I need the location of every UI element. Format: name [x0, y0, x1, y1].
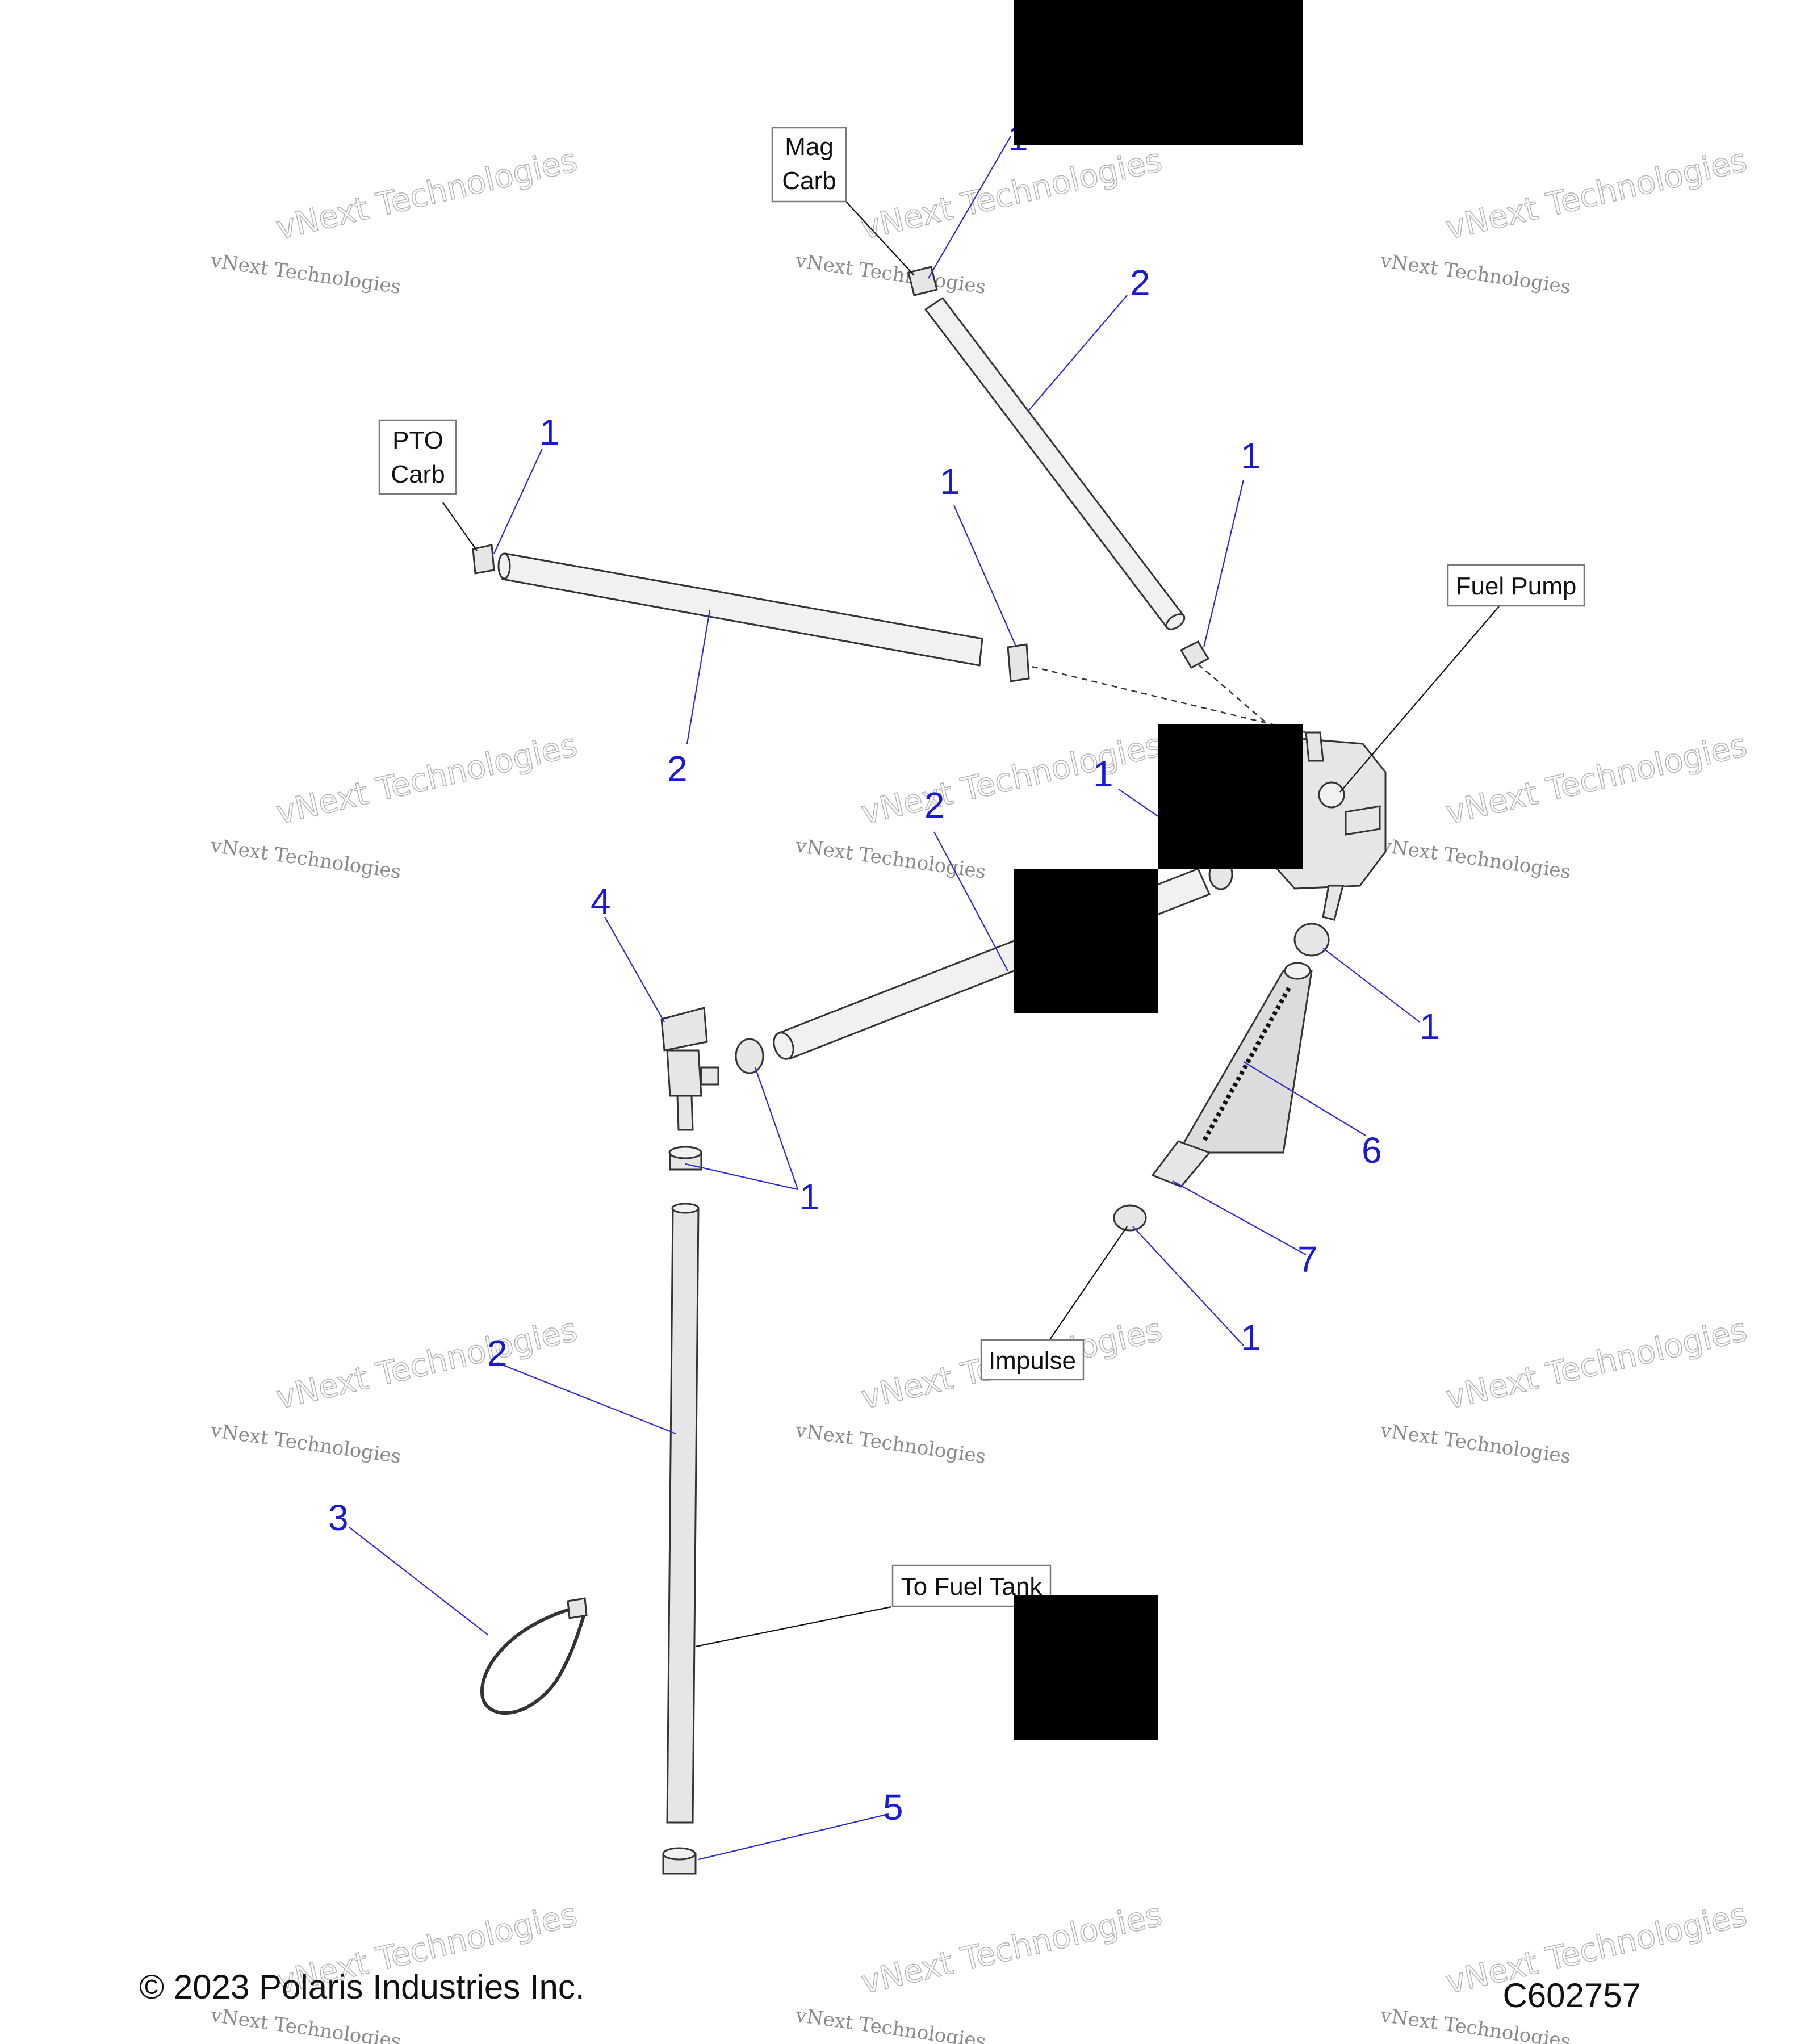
diagram-id: C602757: [1502, 1976, 1641, 2014]
callout-2: 2: [667, 748, 688, 789]
svg-text:vNext Technologies: vNext Technologies: [1443, 142, 1751, 247]
callout-1: 1: [940, 461, 960, 502]
pto-carb-hose: [497, 552, 983, 667]
svg-text:Carb: Carb: [782, 167, 836, 195]
svg-text:vNext Technologies: vNext Technologies: [1443, 727, 1751, 832]
svg-text:vNext Technologies: vNext Technologies: [273, 727, 581, 832]
shutoff-valve: [660, 1007, 719, 1131]
svg-text:vNext Technologies: vNext Technologies: [209, 1419, 403, 1468]
svg-text:Impulse: Impulse: [989, 1347, 1076, 1375]
pto-carb-clamp: [472, 544, 495, 575]
hose-clamp-pto-end: [1007, 643, 1030, 682]
callout-1: 1: [1241, 435, 1261, 476]
svg-text:vNext Technologies: vNext Technologies: [209, 834, 403, 883]
svg-text:vNext Technologies: vNext Technologies: [1379, 1419, 1572, 1468]
svg-text:PTO: PTO: [392, 426, 443, 454]
watermark: vNext Technologies vNext Technologies: [209, 726, 581, 883]
watermark: vNext Technologies vNext Technologies: [794, 726, 1166, 883]
callout-1: 1: [1241, 1317, 1261, 1358]
impulse-sleeve: [1177, 962, 1313, 1154]
watermark: vNext Technologies vNext Technologies: [794, 1896, 1166, 2044]
label-mag-carb: Mag Carb: [771, 127, 847, 203]
fuel-tank-hose: [666, 1203, 700, 1824]
label-fuel-pump: Fuel Pump: [1447, 564, 1585, 607]
callout-2: 2: [1130, 262, 1150, 303]
svg-text:vNext Technologies: vNext Technologies: [209, 2004, 403, 2044]
callout-5: 5: [883, 1787, 903, 1828]
impulse-hose: [1151, 1140, 1211, 1188]
mag-carb-clamp: [907, 266, 938, 296]
callout-3: 3: [328, 1497, 349, 1538]
watermark: vNext Technologies vNext Technologies: [794, 1311, 1166, 1468]
svg-text:vNext Technologies: vNext Technologies: [1379, 834, 1572, 883]
svg-text:vNext Technologies: vNext Technologies: [794, 1419, 987, 1468]
callout-1: 1: [1093, 753, 1113, 794]
watermark: vNext Technologies vNext Technologies: [1379, 726, 1751, 883]
assembly-line-pto: [1021, 663, 1307, 734]
hose-clamp-mag-end: [1179, 640, 1210, 669]
callout-1: 1: [1420, 1006, 1440, 1047]
callout-7: 7: [1297, 1239, 1318, 1280]
svg-text:vNext Technologies: vNext Technologies: [273, 142, 581, 247]
svg-text:vNext Technologies: vNext Technologies: [1379, 249, 1572, 299]
callout-2: 2: [487, 1333, 508, 1373]
svg-text:vNext Technologies: vNext Technologies: [858, 727, 1166, 832]
watermark: vNext Technologies vNext Technologies: [1379, 1896, 1751, 2044]
svg-text:vNext Technologies: vNext Technologies: [273, 1312, 581, 1417]
svg-text:vNext Technologies: vNext Technologies: [1443, 1312, 1751, 1417]
callout-6: 6: [1362, 1130, 1382, 1171]
label-leaders: [442, 201, 1500, 1648]
valve-clamp-side: [735, 1038, 764, 1074]
svg-text:Carb: Carb: [391, 460, 445, 488]
tank-hose-clamp: [662, 1847, 697, 1875]
watermark: vNext Technologies vNext Technologies: [209, 141, 581, 299]
leader-lines: [349, 136, 1420, 1861]
svg-text:vNext Technologies: vNext Technologies: [858, 1896, 1166, 2001]
svg-text:Mag: Mag: [785, 133, 834, 161]
callout-1: 1: [799, 1176, 820, 1217]
svg-text:Fuel Pump: Fuel Pump: [1456, 572, 1577, 600]
label-pto-carb: PTO Carb: [378, 419, 457, 495]
callout-1: 1: [539, 412, 560, 453]
callout-4: 4: [591, 881, 611, 922]
copyright-text: © 2023 Polaris Industries Inc.: [139, 1968, 585, 2006]
callout-2: 2: [924, 785, 945, 826]
label-impulse: Impulse: [980, 1339, 1085, 1381]
svg-text:vNext Technologies: vNext Technologies: [209, 249, 403, 299]
watermark: vNext Technologies vNext Technologies: [1379, 141, 1751, 299]
redaction-blocks: [1014, 0, 1303, 1740]
callout-numbers: 1 2 1 1 1 2 2 1 4 1 6 1 7 1 2 3 5: [328, 118, 1440, 1828]
watermark: vNext Technologies vNext Technologies: [794, 141, 1166, 299]
cable-tie: [480, 1597, 588, 1715]
mag-carb-hose: [924, 296, 1186, 630]
watermark: vNext Technologies vNext Technologies: [1379, 1311, 1751, 1468]
impulse-clamp-top: [1293, 923, 1330, 957]
assembly-line-mag: [1198, 664, 1278, 733]
watermark: vNext Technologies vNext Technologies: [209, 1311, 581, 1468]
impulse-clamp-bottom: [1113, 1204, 1147, 1232]
svg-text:vNext Technologies: vNext Technologies: [794, 249, 987, 299]
svg-text:vNext Technologies: vNext Technologies: [794, 834, 987, 883]
svg-text:vNext Technologies: vNext Technologies: [794, 2004, 987, 2044]
